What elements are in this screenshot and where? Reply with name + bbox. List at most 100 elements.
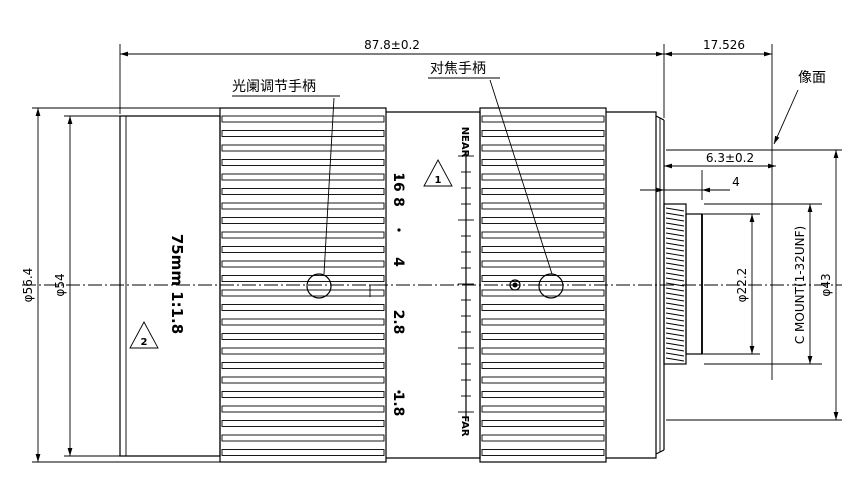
thread-step: 4 xyxy=(732,175,740,189)
knurl-band xyxy=(481,159,605,166)
knurl-band xyxy=(481,391,605,398)
thread-line xyxy=(665,297,685,302)
knurl-band xyxy=(481,405,605,413)
back-focal: 17.526 xyxy=(703,38,745,52)
focus-ring xyxy=(479,107,607,463)
knurl-band xyxy=(221,231,385,239)
knurl-band xyxy=(481,318,605,326)
knurl-band xyxy=(221,130,385,137)
knurl-band xyxy=(481,260,605,268)
knurl-band xyxy=(221,347,385,355)
thread-line xyxy=(665,312,685,317)
knurl-band xyxy=(221,318,385,326)
knurl-band xyxy=(221,449,385,456)
c-mount-thread xyxy=(663,203,712,365)
thread-line xyxy=(665,217,685,222)
knurl-band xyxy=(481,130,605,137)
knurl-band xyxy=(221,188,385,195)
thread-line xyxy=(665,222,685,227)
knurl-band xyxy=(481,231,605,239)
thread-line xyxy=(665,317,685,322)
knurl-band xyxy=(481,347,605,355)
aperture-dot-1 xyxy=(397,175,401,179)
thread-line xyxy=(665,307,685,312)
aperture-16: 16 xyxy=(390,172,406,191)
mount-thread: C MOUNT(1-32UNF) xyxy=(793,226,807,344)
aperture-dot-2 xyxy=(397,228,401,232)
thread-line xyxy=(665,352,685,357)
knurl-band xyxy=(221,246,385,253)
knurl-band xyxy=(221,260,385,268)
knurl-band xyxy=(221,376,385,384)
thread-line xyxy=(665,257,685,262)
rear-diameter: φ22.2 xyxy=(735,268,749,303)
overall-length: 87.8±0.2 xyxy=(364,38,420,52)
knurl-band xyxy=(481,304,605,311)
knurl-band xyxy=(221,115,385,123)
aperture-2-8: 2.8 xyxy=(390,310,406,335)
thread-line xyxy=(665,347,685,352)
knurl-band xyxy=(481,217,605,224)
focus-ring-label: 对焦手柄 xyxy=(430,61,486,77)
iris-ring xyxy=(219,107,387,463)
knurl-band xyxy=(221,420,385,427)
knurl-band xyxy=(481,333,605,340)
focus-pin-center xyxy=(512,282,518,288)
knurl-band xyxy=(221,275,385,282)
knurl-band xyxy=(481,246,605,253)
thread-line xyxy=(665,287,685,292)
focus-pin-icon xyxy=(509,279,521,291)
knurl-band xyxy=(221,289,385,297)
thread-line xyxy=(665,272,685,277)
knurl-band xyxy=(481,434,605,442)
warning-triangle-1-icon: 1 xyxy=(423,159,453,187)
thread-line xyxy=(665,357,685,362)
thread-line xyxy=(665,327,685,332)
mount-diameter: φ43 xyxy=(819,273,833,296)
knurl-band xyxy=(481,188,605,195)
knurl-band xyxy=(221,362,385,369)
knurl-band xyxy=(481,275,605,282)
thread-line xyxy=(665,262,685,267)
knurl-band xyxy=(481,362,605,369)
knurl-band xyxy=(221,202,385,210)
knurl-band xyxy=(481,420,605,427)
thread-line xyxy=(665,252,685,257)
warning-triangle-2-icon: 2 xyxy=(129,321,159,349)
thread-line xyxy=(665,292,685,297)
aperture-dot-3 xyxy=(397,390,401,394)
focus-screw-icon xyxy=(538,273,564,299)
knurl-band xyxy=(481,376,605,384)
knurl-band xyxy=(481,449,605,456)
thread-line xyxy=(665,277,685,282)
svg-text:1: 1 xyxy=(435,175,442,186)
thread-line xyxy=(665,302,685,307)
thread-line xyxy=(665,237,685,242)
knurl-band xyxy=(221,144,385,152)
lens-model: 75mm 1:1.8 xyxy=(168,234,186,334)
thread-line xyxy=(665,322,685,327)
iris-ring-label: 光阑调节手柄 xyxy=(232,79,316,95)
thread-line xyxy=(665,247,685,252)
knurl-band xyxy=(221,217,385,224)
knurl-band xyxy=(221,173,385,181)
thread-line xyxy=(665,267,685,272)
far-label: FAR xyxy=(459,415,470,436)
knurl-band xyxy=(221,405,385,413)
inner-diameter: φ54 xyxy=(53,273,67,296)
knurl-band xyxy=(221,391,385,398)
near-label: NEAR xyxy=(459,127,470,158)
thread-line xyxy=(665,242,685,247)
thread-line xyxy=(665,227,685,232)
outer-diameter: φ56.4 xyxy=(21,268,35,303)
svg-text:2: 2 xyxy=(141,337,148,348)
knurl-band xyxy=(481,289,605,297)
aperture-1-8: 1.8 xyxy=(390,392,406,417)
thread-line xyxy=(665,337,685,342)
aperture-8: 8 xyxy=(390,197,406,207)
knurl-band xyxy=(481,115,605,123)
flange-distance: 6.3±0.2 xyxy=(706,151,754,165)
thread-line xyxy=(665,342,685,347)
thread-line xyxy=(665,207,685,212)
